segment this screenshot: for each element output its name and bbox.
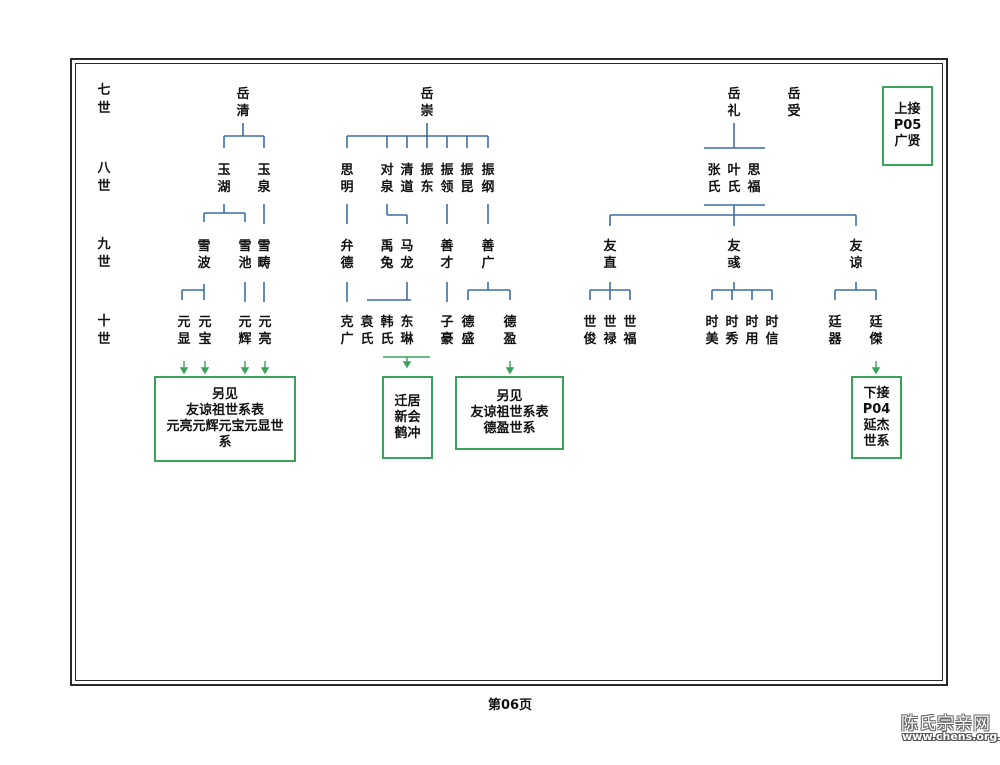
person-zhen-kun: 振昆	[460, 163, 474, 195]
connector-yueli	[704, 123, 765, 149]
person-yu-hu: 玉湖	[217, 163, 231, 195]
connector-youliang	[834, 282, 877, 300]
person-de-ying: 德盈	[503, 315, 517, 347]
connector-shanguang	[467, 282, 511, 300]
person-zhen-ling: 振领	[440, 163, 454, 195]
person-xue-chou: 雪畴	[257, 239, 271, 271]
person-shi-mei: 时美	[705, 315, 719, 347]
person-shan-cai: 善才	[440, 239, 454, 271]
inner-frame	[75, 63, 943, 681]
gen-label-10: 十世	[97, 314, 111, 347]
person-dui-quan: 对泉	[380, 163, 394, 195]
person-xue-bo: 雪波	[197, 239, 211, 271]
connector-xuebo	[181, 284, 205, 300]
connector-yuechong	[346, 123, 489, 148]
person-en-fu: 思福	[747, 163, 761, 195]
person-han-shi: 韩氏	[380, 315, 394, 347]
person-you-liang: 友谅	[849, 239, 863, 271]
person-ma-long: 马龙	[400, 239, 414, 271]
page-number: 第06页	[487, 698, 533, 713]
connector-yueqing	[223, 123, 265, 148]
person-shi-yong: 时用	[745, 315, 759, 347]
person-yu-tu: 禹兔	[380, 239, 394, 271]
person-shi-jun: 世俊	[583, 315, 597, 347]
person-dong-lin: 东琳	[400, 315, 414, 347]
watermark-name: 陈氏宗亲网	[901, 714, 991, 734]
person-yue-qing: 岳清	[236, 87, 250, 119]
connector-gen8-right	[609, 204, 857, 226]
see-also-box-yuan: 另见友谅祖世系表元亮元辉元宝元显世系	[154, 376, 296, 462]
gen-label-7: 七世	[97, 83, 111, 116]
see-also-box-deying: 另见友谅祖世系表德盈世系	[455, 376, 564, 450]
person-you-yu: 友彧	[727, 239, 741, 271]
person-zhen-gang: 振纲	[481, 163, 495, 195]
gen-label-8: 八世	[97, 161, 111, 194]
connector-youyu	[711, 282, 773, 300]
person-yue-shou: 岳受	[787, 87, 801, 119]
person-shi-fu: 世福	[623, 315, 637, 347]
outer-frame	[70, 58, 948, 686]
person-yuan-xian: 元显	[177, 315, 191, 347]
person-de-sheng: 德盛	[461, 315, 475, 347]
gen-label-9: 九世	[97, 237, 111, 270]
watermark-url: www.chens.org.cn	[902, 730, 1000, 743]
person-yue-li: 岳礼	[727, 87, 741, 119]
person-yan-jie: 廷傑	[869, 315, 883, 347]
connector-duiquan	[386, 204, 408, 224]
person-yuan-bao: 元宝	[198, 315, 212, 347]
person-yue-chong: 岳崇	[420, 87, 434, 119]
person-zi-hao: 子豪	[440, 315, 454, 347]
person-yu-quan: 玉泉	[257, 163, 271, 195]
person-shi-xiu: 时秀	[725, 315, 739, 347]
person-zhen-dong: 振东	[420, 163, 434, 195]
moved-box: 迁居新会鹤冲	[382, 376, 433, 459]
person-qing-dao: 清道	[400, 163, 414, 195]
connector-yutu	[367, 282, 411, 301]
person-shan-guang: 善广	[481, 239, 495, 271]
person-shi-xin: 时信	[765, 315, 779, 347]
person-yuan-hui: 元辉	[238, 315, 252, 347]
connector-yuhu	[203, 204, 246, 222]
person-yan-qi: 廷器	[828, 315, 842, 347]
person-zhang-shi: 张氏	[707, 163, 721, 195]
person-ke-guang: 克广	[340, 315, 354, 347]
person-you-zhi: 友直	[603, 239, 617, 271]
person-en-ming: 思明	[340, 163, 354, 195]
person-bian-de: 弁德	[340, 239, 354, 271]
person-yuan-shi: 袁氏	[360, 315, 374, 347]
person-yuan-liang: 元亮	[258, 315, 272, 347]
person-ye-shi: 叶氏	[727, 163, 741, 195]
person-xue-chi: 雪池	[238, 239, 252, 271]
connector-youzhi	[589, 282, 631, 300]
person-shi-lu: 世禄	[603, 315, 617, 347]
